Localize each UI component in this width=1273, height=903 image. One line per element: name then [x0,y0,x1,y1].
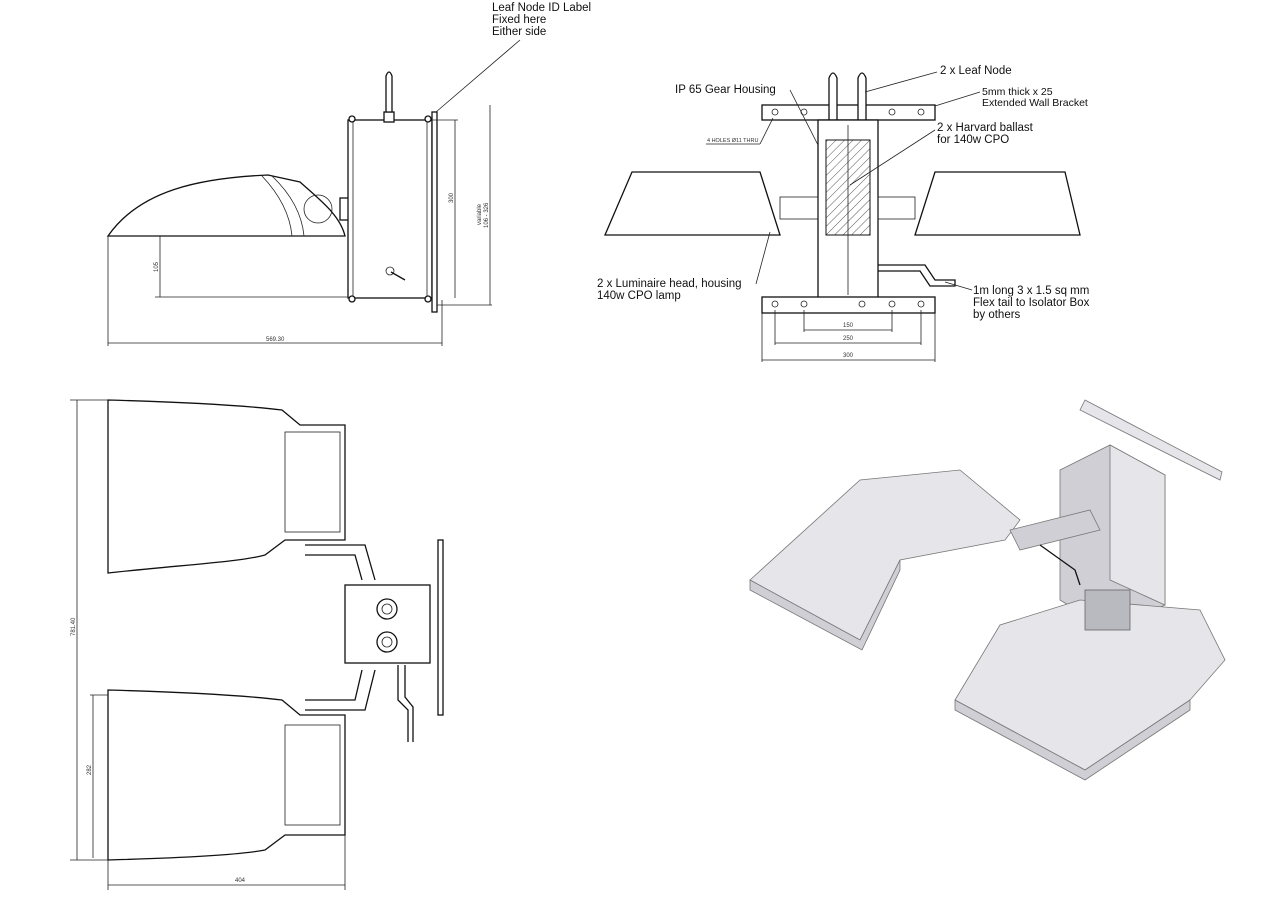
dim-head-height: 105 [154,261,160,272]
front-view: 150 250 300 2 x Leaf Node IP 65 Gear Hou… [597,65,1090,362]
gear-housing-side [347,119,433,299]
dim-middle: 250 [843,336,854,342]
callout-flex-tail-2: Flex tail to Isolator Box [973,297,1090,309]
luminaire-head-plan-top [107,399,346,574]
side-view: 569.30 105 300 variable 106 - 326 Leaf N… [106,2,591,346]
iso-arm [1009,509,1101,551]
dim-head-width: 282 [87,764,93,775]
dim-outer: 300 [843,353,854,359]
callout-id-label-2: Fixed here [492,14,546,26]
dim-inner: 150 [843,323,854,329]
leaf-node-antenna-right [857,72,867,121]
wall-bracket-bottom [761,296,936,314]
plan-view: 781.40 282 404 [70,399,444,890]
dim-overall-length: 569.30 [266,337,285,343]
callout-id-label-1: Leaf Node ID Label [492,2,591,14]
dim-overall-height: 781.40 [71,617,77,636]
luminaire-head-plan-bottom [107,689,346,861]
luminaire-head-left [604,171,781,236]
dim-depth: 404 [235,878,246,884]
luminaire-head-right [914,171,1081,236]
callout-holes: 4 HOLES Ø11 THRU [707,138,758,144]
callout-luminaire-2: 140w CPO lamp [597,290,681,302]
isometric-view [749,399,1226,781]
callout-ballast-1: 2 x Harvard ballast [937,122,1034,134]
luminaire-head-side [106,174,346,237]
callout-id-label-3: Either side [492,26,546,38]
callout-leaf-node: 2 x Leaf Node [940,65,1012,77]
iso-bracket [1079,399,1223,481]
iso-luminaire-top [749,469,1021,641]
leaf-node-antenna-left [828,72,838,121]
wall-bracket-top [761,104,936,121]
callout-flex-tail-1: 1m long 3 x 1.5 sq mm [973,285,1089,297]
iso-junction-box [1084,589,1131,631]
callout-gear-housing: IP 65 Gear Housing [675,84,776,96]
wall-plate-plan [437,539,444,716]
callout-bracket-1: 5mm thick x 25 [982,86,1053,98]
leaf-node-antenna [385,71,393,113]
dim-variable-range: 106 - 326 [484,202,490,228]
callout-luminaire-1: 2 x Luminaire head, housing [597,278,742,290]
dim-housing-height: 300 [449,192,455,203]
callout-ballast-2: for 140w CPO [937,134,1009,146]
dim-variable-label: variable [477,203,483,225]
callout-bracket-2: Extended Wall Bracket [982,97,1088,109]
callout-flex-tail-3: by others [973,309,1021,321]
